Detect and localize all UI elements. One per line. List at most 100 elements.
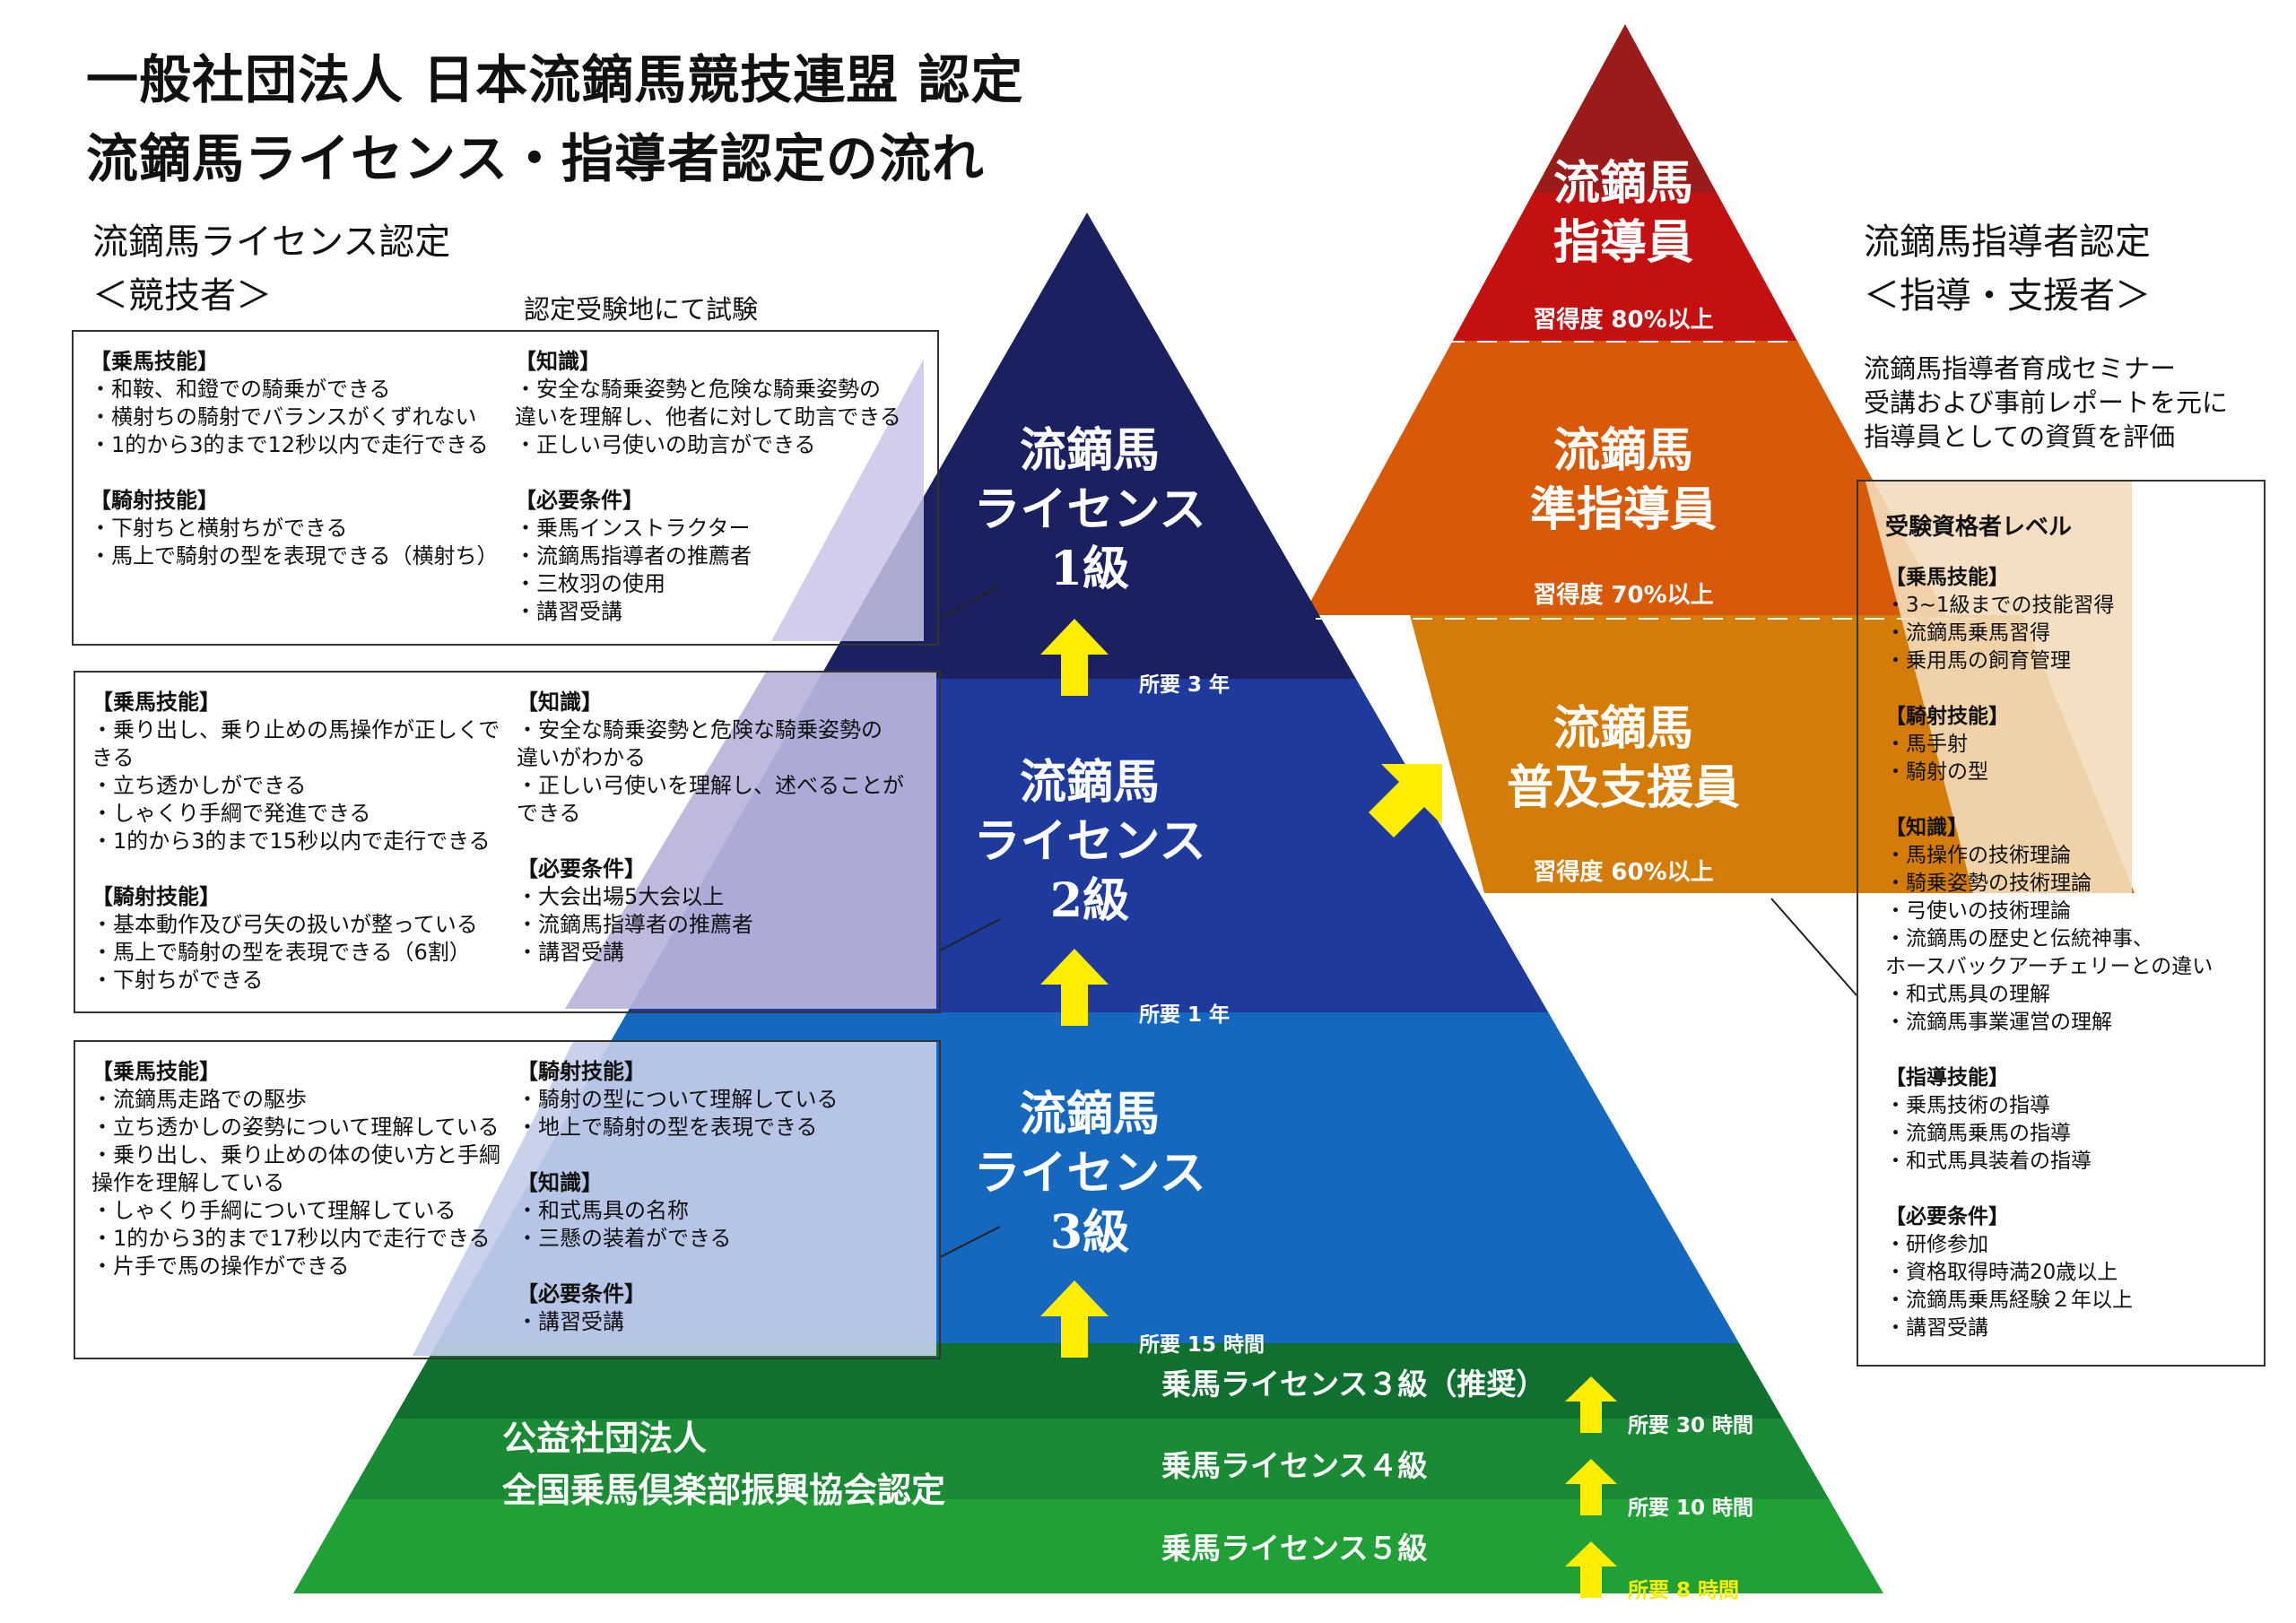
req-box-title: 受験資格者レベル [1885,514,2073,541]
list-item: ・講習受講 [517,1309,624,1334]
license3-line2: ライセンス [973,1146,1206,1201]
box2-section: 【知識】 ・安全な騎乗姿勢と危険な騎乗姿勢の 違いがわかる ・正しい弓使いを理解… [517,689,904,828]
license2-line2: ライセンス [973,814,1206,869]
list-item: ・研修参加 [1885,1233,1988,1256]
riding5-band [293,1499,1883,1593]
section-heading: 【必要条件】 [517,856,646,881]
arrow-up-5 [1565,1459,1617,1515]
pointer-line-3 [939,1226,1001,1258]
list-item: ・1的から3的まで17秒以内で走行できる [91,1226,491,1251]
list-item: ・正しい弓使いの助言ができる [515,432,816,457]
section-heading: 【必要条件】 [515,488,644,513]
license2-label: 流鏑馬 ライセンス 2級 [942,753,1238,931]
list-item: ・乗馬技術の指導 [1885,1094,2050,1117]
green-org-line1: 公益社団法人 [502,1419,708,1458]
supporter-line1: 流鏑馬 [1552,701,1693,756]
req-section: 【指導技能】 ・乗馬技術の指導 ・流鏑馬乗馬の指導 ・和式馬具装着の指導 [1885,1064,2213,1176]
license1-line2: ライセンス [973,482,1206,537]
list-item: ・基本動作及び弓矢の扱いが整っている [91,912,478,937]
pointer-line-4 [1770,898,1857,996]
sub-instructor-label: 流鏑馬 準指導員 [1471,421,1776,540]
list-item: ・乗り出し、乗り止めの体の使い方と手綱 [91,1142,500,1167]
section-heading: 【乗馬技能】 [91,1059,221,1084]
box1-right-col: 【知識】 ・安全な騎乗姿勢と危険な騎乗姿勢の 違いを理解し、他者に対して助言でき… [515,348,901,626]
list-item: ・三懸の装着ができる [517,1226,732,1251]
list-item: ・横射ちの騎射でバランスがくずれない [90,404,477,430]
list-item: ・流鏑馬乗馬経験２年以上 [1885,1289,2133,1312]
license2-requirements-box: 【乗馬技能】 ・乗り出し、乗り止めの馬操作が正しくで きる ・立ち透かしができる… [74,671,941,1013]
req-section: 【乗馬技能】 ・3~1級までの技能習得 ・流鏑馬乗馬習得 ・乗用馬の飼育管理 [1885,564,2213,675]
supporter-label: 流鏑馬 普及支援員 [1471,699,1776,818]
section-heading: 【必要条件】 [517,1281,646,1306]
exam-note: 認定受験地にて試験 [524,294,759,325]
riding-license-5: 乗馬ライセンス５級 [1161,1531,1428,1566]
box3-overlay [413,1040,936,1356]
arrow-up-1 [1040,619,1109,696]
list-item: ・馬上で騎射の型を表現できる（6割） [91,940,471,965]
instructor-rate: 習得度 80%以上 [1533,307,1714,334]
req-section: 【騎射技能】 ・馬手射 ・騎射の型 [1885,703,2213,786]
box2-right-col: 【知識】 ・安全な騎乗姿勢と危険な騎乗姿勢の 違いがわかる ・正しい弓使いを理解… [517,689,904,967]
list-item: 操作を理解している [91,1170,285,1195]
license1-label: 流鏑馬 ライセンス 1級 [942,421,1238,599]
seminar-note: 流鏑馬指導者育成セミナー 受講および事前レポートを元に 指導員としての資質を評価 [1864,352,2228,454]
section-heading: 【乗馬技能】 [91,690,221,715]
sub-instructor-line2: 準指導員 [1529,482,1717,537]
section-heading: 【知識】 [517,690,603,715]
list-item: ・和式馬具の名称 [517,1198,689,1223]
list-item: ・和式馬具の理解 [1885,983,2050,1006]
list-item: ・立ち透かしができる [91,773,307,798]
license3-requirements-box: 【乗馬技能】 ・流鏑馬走路での駆歩 ・立ち透かしの姿勢について理解している ・乗… [74,1040,941,1359]
section-heading: 【騎射技能】 [91,884,221,909]
arrows [1040,619,1617,1598]
list-item: ・流鏑馬走路での駆歩 [91,1087,307,1112]
license1-line1: 流鏑馬 [1019,423,1160,478]
box2-left-col: 【乗馬技能】 ・乗り出し、乗り止めの馬操作が正しくで きる ・立ち透かしができる… [91,689,500,994]
seminar-note-line1: 流鏑馬指導者育成セミナー [1864,353,2177,384]
green-org-line2: 全国乗馬倶楽部振興協会認定 [502,1471,946,1510]
list-item: ・三枚羽の使用 [515,571,665,596]
req-section: 【必要条件】 ・研修参加 ・資格取得時満20歳以上 ・流鏑馬乗馬経験２年以上 ・… [1885,1203,2213,1342]
list-item: ・下射ちができる [91,968,264,993]
list-item: 違いがわかる [517,745,646,770]
license3-line1: 流鏑馬 [1019,1087,1160,1141]
list-item: ・資格取得時満20歳以上 [1885,1261,2118,1284]
seminar-note-line3: 指導員としての資質を評価 [1864,421,2176,452]
list-item: ・和式馬具装着の指導 [1885,1150,2092,1173]
section-heading: 【必要条件】 [1885,1205,2009,1228]
license1-requirements-box: 【乗馬技能】 ・和鞍、和鐙での騎乗ができる ・横射ちの騎射でバランスがくずれない… [72,330,939,646]
box1-section: 【乗馬技能】 ・和鞍、和鐙での騎乗ができる ・横射ちの騎射でバランスがくずれない… [90,348,499,459]
instructor-line1: 流鏑馬 [1552,156,1693,211]
green-org: 公益社団法人 全国乗馬倶楽部振興協会認定 [502,1412,945,1516]
license3-label: 流鏑馬 ライセンス 3級 [942,1085,1238,1263]
list-item: ・流鏑馬事業運営の理解 [1885,1011,2112,1034]
list-item: ・大会出場5大会以上 [517,884,725,909]
list-item: ・安全な騎乗姿勢と危険な騎乗姿勢の [515,377,881,402]
list-item: ・3~1級までの技能習得 [1885,594,2115,617]
duration-to-level3: 所要 15 時間 [1139,1333,1265,1357]
box3-right-col: 【騎射技能】 ・騎射の型について理解している ・地上で騎射の型を表現できる 【知… [517,1058,839,1336]
section-heading: 【乗馬技能】 [90,349,219,374]
riding-license-3: 乗馬ライセンス３級（推奨） [1161,1367,1546,1402]
box1-section: 【必要条件】 ・乗馬インストラクター ・流鏑馬指導者の推薦者 ・三枚羽の使用 ・… [515,487,901,626]
section-heading: 【知識】 [515,349,601,374]
license3-line3: 3級 [1049,1205,1130,1260]
seminar-note-line2: 受講および事前レポートを元に [1864,387,2229,418]
instructor-line2: 指導員 [1552,215,1693,270]
box2-overlay [565,671,936,1009]
list-item: ・片手で馬の操作ができる [91,1254,350,1279]
list-item: ・馬手射 [1885,733,1968,756]
riding3-band [293,1343,1883,1420]
box3-left-col: 【乗馬技能】 ・流鏑馬走路での駆歩 ・立ち透かしの姿勢について理解している ・乗… [91,1058,500,1280]
req-box-list: 【乗馬技能】 ・3~1級までの技能習得 ・流鏑馬乗馬習得 ・乗用馬の飼育管理 【… [1885,564,2213,1342]
section-heading: 【乗馬技能】 [1885,566,2009,589]
list-item: ・馬上で騎射の型を表現できる（横射ち） [90,543,499,568]
list-item: ・地上で騎射の型を表現できる [517,1115,818,1140]
list-item: ・しゃくり手綱について理解している [91,1198,457,1223]
right-heading: 流鏑馬指導者認定 ＜指導・支援者＞ [1864,215,2151,323]
box3-section: 【必要条件】 ・講習受講 [517,1280,839,1336]
box1-left-col: 【乗馬技能】 ・和鞍、和鐙での騎乗ができる ・横射ちの騎射でバランスがくずれない… [90,348,499,570]
list-item: ・乗馬インストラクター [515,516,751,541]
box1-section: 【知識】 ・安全な騎乗姿勢と危険な騎乗姿勢の 違いを理解し、他者に対して助言でき… [515,348,901,459]
